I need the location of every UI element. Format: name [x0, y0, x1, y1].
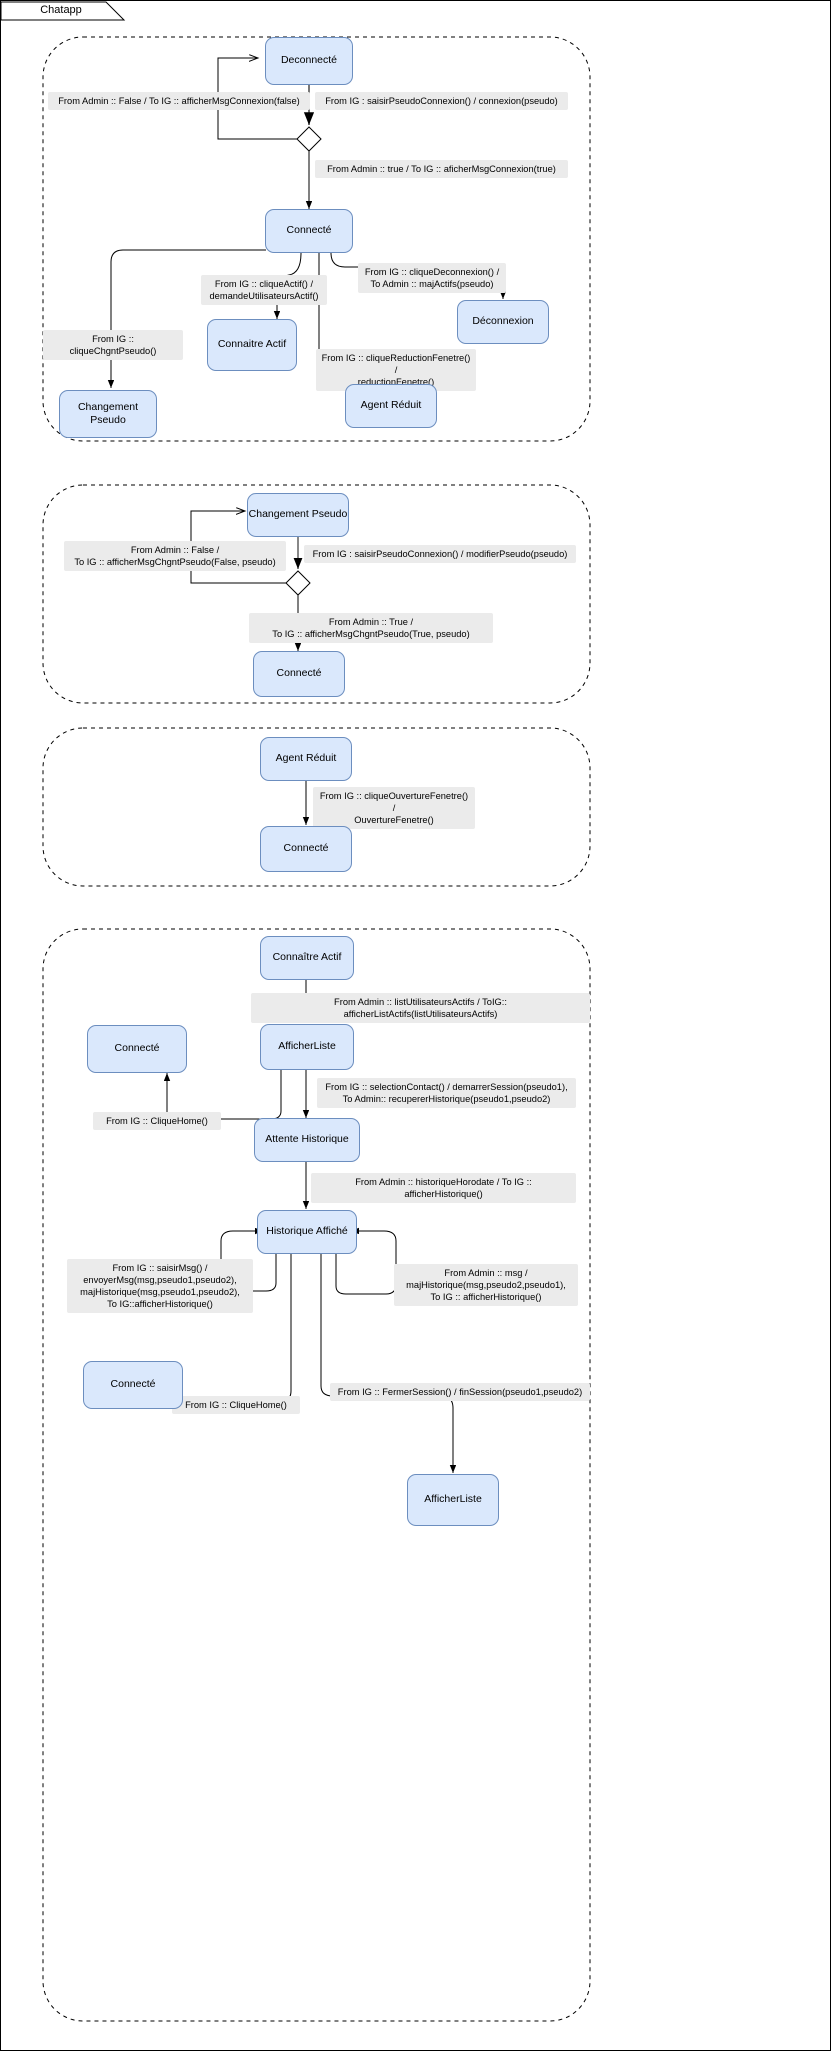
edge-label-clique-home-2: From IG :: CliqueHome(): [172, 1396, 300, 1415]
state-chgnt-pseudo-start[interactable]: Changement Pseudo: [247, 493, 349, 537]
decision-node-connexion: [296, 126, 322, 152]
edge-label-fermer-session: From IG :: FermerSession() / finSession(…: [330, 1383, 590, 1402]
state-connecte-hist-1[interactable]: Connecté: [87, 1025, 187, 1073]
state-afficherliste-2[interactable]: AfficherListe: [407, 1474, 499, 1526]
state-connecte-hist-2[interactable]: Connecté: [83, 1361, 183, 1409]
state-deconnexion[interactable]: Déconnexion: [457, 300, 549, 344]
edge-label-clique-ouverture-fenetre: From IG :: cliqueOuvertureFenetre() / Ou…: [313, 787, 475, 830]
state-chgnt-pseudo-connecte[interactable]: Connecté: [253, 651, 345, 697]
edge-label-admin-msg: From Admin :: msg / majHistorique(msg,ps…: [394, 1264, 578, 1307]
state-historique-affiche[interactable]: Historique Affiché: [257, 1210, 357, 1254]
state-connecte[interactable]: Connecté: [265, 209, 353, 253]
window-tab-label[interactable]: Chatapp: [40, 4, 82, 16]
edge-label-clique-actif: From IG :: cliqueActif() / demandeUtilis…: [201, 275, 327, 306]
edge-label-list-utilisateurs-actifs: From Admin :: listUtilisateursActifs / T…: [251, 993, 590, 1024]
container-changement-pseudo: [42, 484, 591, 704]
edge-label-admin-true-chgnt-pseudo: From Admin :: True / To IG :: afficherMs…: [249, 613, 493, 644]
state-agent-reduit-start[interactable]: Agent Réduit: [260, 737, 352, 781]
container-historique: [42, 928, 591, 2022]
state-connaitre-actif[interactable]: Connaitre Actif: [207, 319, 297, 371]
edge-label-admin-true-connexion: From Admin :: true / To IG :: aficherMsg…: [315, 160, 568, 179]
edge-label-historique-horodate: From Admin :: historiqueHorodate / To IG…: [311, 1173, 576, 1204]
edge-label-clique-home-1: From IG :: CliqueHome(): [93, 1112, 221, 1131]
state-deconnecte[interactable]: Deconnecté: [265, 37, 353, 85]
window-tab: [1, 1, 126, 21]
decision-node-chgnt-pseudo: [285, 570, 311, 596]
edge-label-saisir-pseudo-connexion: From IG : saisirPseudoConnexion() / conn…: [315, 92, 568, 111]
state-connaitre-actif-hist[interactable]: Connaître Actif: [260, 936, 354, 980]
state-agent-reduit-connecte[interactable]: Connecté: [260, 826, 352, 872]
edge-label-clique-deconnexion: From IG :: cliqueDeconnexion() / To Admi…: [358, 263, 506, 294]
state-changement-pseudo[interactable]: Changement Pseudo: [59, 390, 157, 438]
container-agent-reduit: [42, 727, 591, 887]
state-agent-reduit[interactable]: Agent Réduit: [345, 384, 437, 428]
edge-label-saisir-msg: From IG :: saisirMsg() / envoyerMsg(msg,…: [67, 1259, 253, 1314]
edge-label-saisir-pseudo-modifier: From IG : saisirPseudoConnexion() / modi…: [304, 545, 576, 564]
state-afficherliste[interactable]: AfficherListe: [260, 1024, 354, 1070]
state-attente-historique[interactable]: Attente Historique: [254, 1118, 360, 1162]
edge-label-selection-contact: From IG :: selectionContact() / demarrer…: [317, 1078, 576, 1109]
edge-label-admin-false-chgnt-pseudo: From Admin :: False / To IG :: afficherM…: [64, 541, 286, 572]
edge-label-clique-chgnt-pseudo: From IG :: cliqueChgntPseudo(): [43, 330, 183, 361]
edge-label-admin-false-connexion: From Admin :: False / To IG :: afficherM…: [48, 92, 310, 111]
